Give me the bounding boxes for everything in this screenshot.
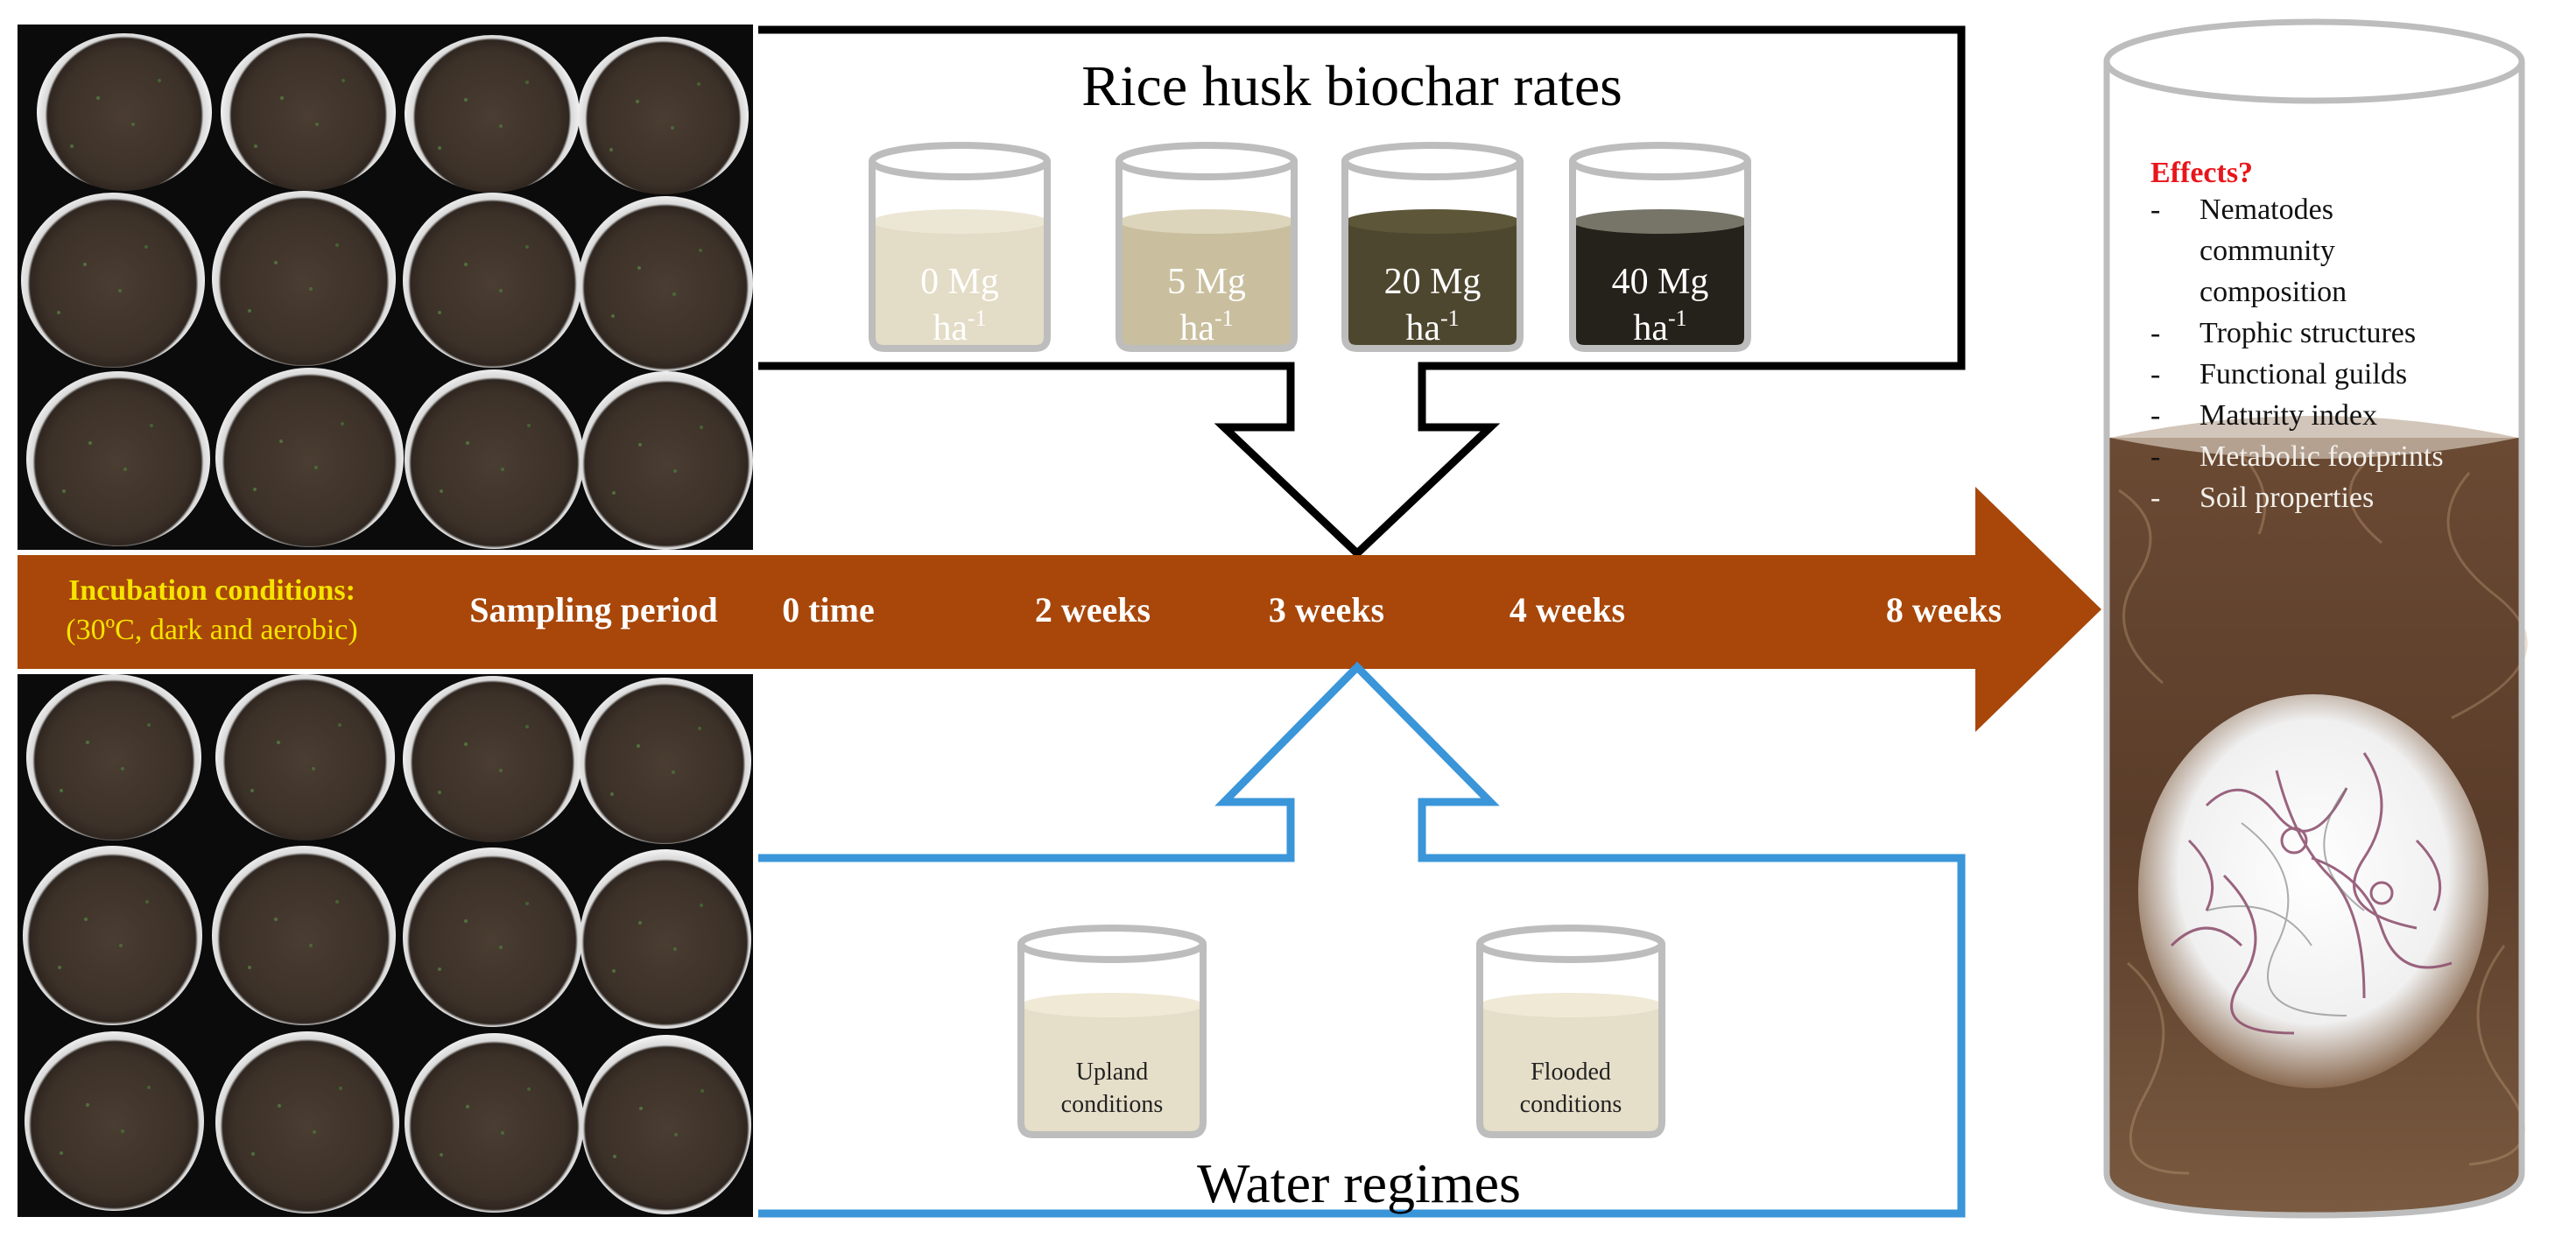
- effects-item-4: Maturity index: [2199, 399, 2377, 432]
- effects-item-5-dash: -: [2150, 440, 2160, 473]
- effects-item-1-dash: -: [2150, 193, 2160, 226]
- effects-item-6: Soil properties: [2199, 482, 2374, 514]
- effects-list: Effects? - Nematodes community compositi…: [2150, 157, 2444, 514]
- effects-item-2: Trophic structures: [2199, 317, 2416, 349]
- beaker-40: 40 Mg ha-1: [1569, 142, 1751, 352]
- beaker-flooded: Flooded conditions: [1476, 925, 1665, 1138]
- cylinder-glass: [2103, 61, 2525, 1219]
- beaker-0: 0 Mg ha-1: [869, 142, 1051, 352]
- effects-item-2-dash: -: [2150, 317, 2160, 349]
- beaker-40-unit: ha-1: [1633, 306, 1686, 348]
- soil-cups-photo-top: [18, 25, 753, 550]
- beaker-20-rate: 20 Mg: [1384, 262, 1482, 302]
- upland-line1: Upland: [1076, 1059, 1148, 1086]
- beaker-5: 5 Mg ha-1: [1116, 142, 1298, 352]
- beaker-upland: Upland conditions: [1017, 925, 1207, 1138]
- soil-surface: [2110, 416, 2518, 459]
- microscope-view: [2138, 694, 2488, 1088]
- upland-line2: conditions: [1061, 1091, 1164, 1118]
- time-point-3w: 3 weeks: [1269, 590, 1384, 630]
- beaker-20: 20 Mg ha-1: [1341, 142, 1524, 352]
- beaker-5-unit: ha-1: [1179, 306, 1233, 348]
- effects-item-3-dash: -: [2150, 358, 2160, 390]
- beaker-5-rate: 5 Mg: [1167, 262, 1246, 302]
- beaker-0-unit: ha-1: [933, 306, 986, 348]
- beaker-40-rate: 40 Mg: [1612, 262, 1709, 302]
- effects-item-4-dash: -: [2150, 399, 2160, 432]
- water-title: Water regimes: [1197, 1152, 1521, 1214]
- biochar-title: Rice husk biochar rates: [1081, 54, 1622, 118]
- biochar-frame: [758, 25, 1966, 559]
- beaker-0-rate: 0 Mg: [920, 262, 999, 302]
- incubation-title: Incubation conditions:: [68, 574, 355, 607]
- effects-item-3: Functional guilds: [2199, 358, 2407, 390]
- flooded-line1: Flooded: [1531, 1059, 1611, 1086]
- soil-cups-photo-bottom: [18, 674, 753, 1217]
- sampling-period-label: Sampling period: [469, 590, 717, 630]
- water-panel: Water regimes Upland conditions Flooded …: [758, 661, 1966, 1218]
- timeline-arrow: Incubation conditions: (30ºC, dark and a…: [18, 487, 2101, 732]
- time-point-4w: 4 weeks: [1510, 590, 1625, 630]
- nematodes-drawing-grey: [2206, 787, 2365, 1016]
- cylinder-top: [2103, 18, 2525, 104]
- incubation-detail: (30ºC, dark and aerobic): [66, 614, 357, 646]
- effects-item-6-dash: -: [2150, 482, 2160, 514]
- effects-title: Effects?: [2150, 157, 2253, 189]
- time-point-8w: 8 weeks: [1886, 590, 2002, 630]
- flooded-line2: conditions: [1520, 1091, 1622, 1118]
- effects-item-1-line2: community: [2199, 235, 2335, 267]
- time-point-2w: 2 weeks: [1035, 590, 1151, 630]
- effects-item-1-line1: Nematodes: [2199, 193, 2333, 226]
- biochar-panel: Rice husk biochar rates 0 Mg ha-1 5 Mg h…: [758, 25, 1966, 559]
- effects-item-5: Metabolic footprints: [2199, 440, 2444, 473]
- soil-cylinder: [2103, 18, 2528, 1219]
- water-frame: [758, 661, 1966, 1218]
- time-point-0: 0 time: [782, 590, 875, 630]
- effects-item-1-line3: composition: [2199, 276, 2347, 308]
- beaker-20-unit: ha-1: [1405, 306, 1459, 348]
